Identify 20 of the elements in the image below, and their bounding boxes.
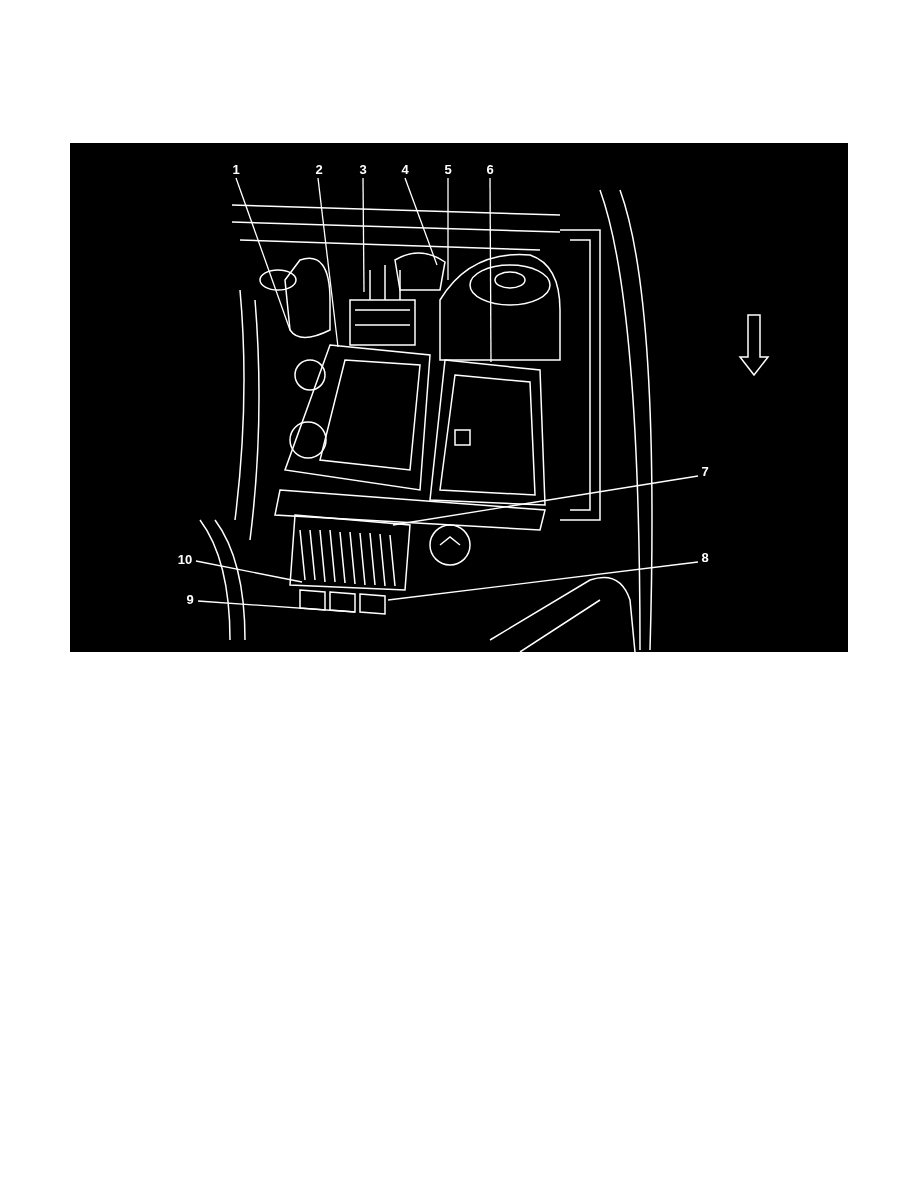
callout-number: 10 [175,553,195,567]
leader-line [404,177,438,266]
leader-line [317,177,339,348]
callout-number: 4 [395,163,415,177]
leader-line [447,177,449,281]
callout-number: 9 [180,593,200,607]
callout-number: 6 [480,163,500,177]
leader-line [387,561,699,601]
leader-line [392,475,699,526]
leader-line [489,177,492,363]
leader-line [235,177,291,331]
callout-number: 8 [695,551,715,565]
leader-line [195,560,303,583]
leader-line [362,177,365,293]
callout-number: 5 [438,163,458,177]
callout-number: 1 [226,163,246,177]
callout-number: 3 [353,163,373,177]
callout-number: 7 [695,465,715,479]
leader-line [197,600,356,613]
callout-number: 2 [309,163,329,177]
